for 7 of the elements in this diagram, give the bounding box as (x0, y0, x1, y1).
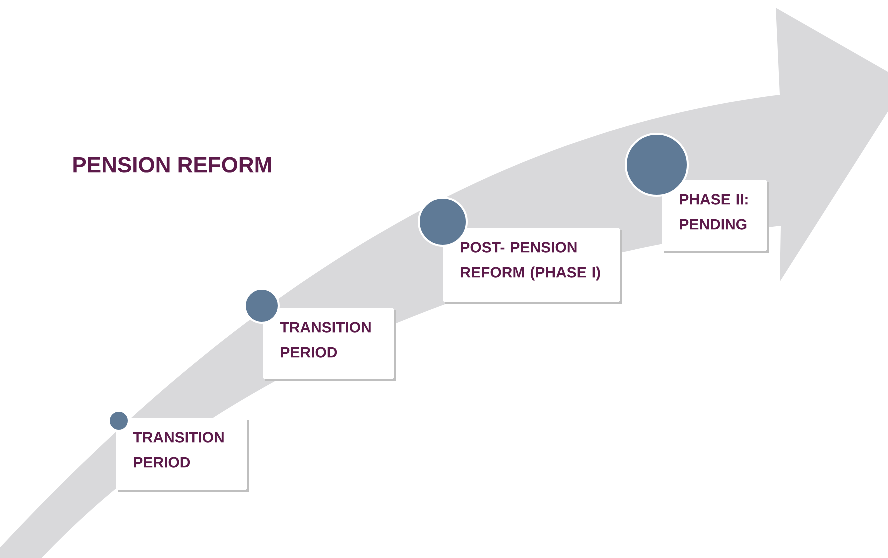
label-box: TRANSITION PERIOD (263, 308, 396, 381)
label-box: PHASE II: PENDING (662, 180, 769, 253)
label-box: TRANSITION PERIOD (116, 418, 249, 492)
dot-marker (108, 410, 130, 432)
diagram-title: PENSION REFORM (74, 157, 272, 173)
label-box: POST- PENSION REFORM (PHASE I) (443, 228, 622, 304)
dot-marker (244, 288, 280, 324)
